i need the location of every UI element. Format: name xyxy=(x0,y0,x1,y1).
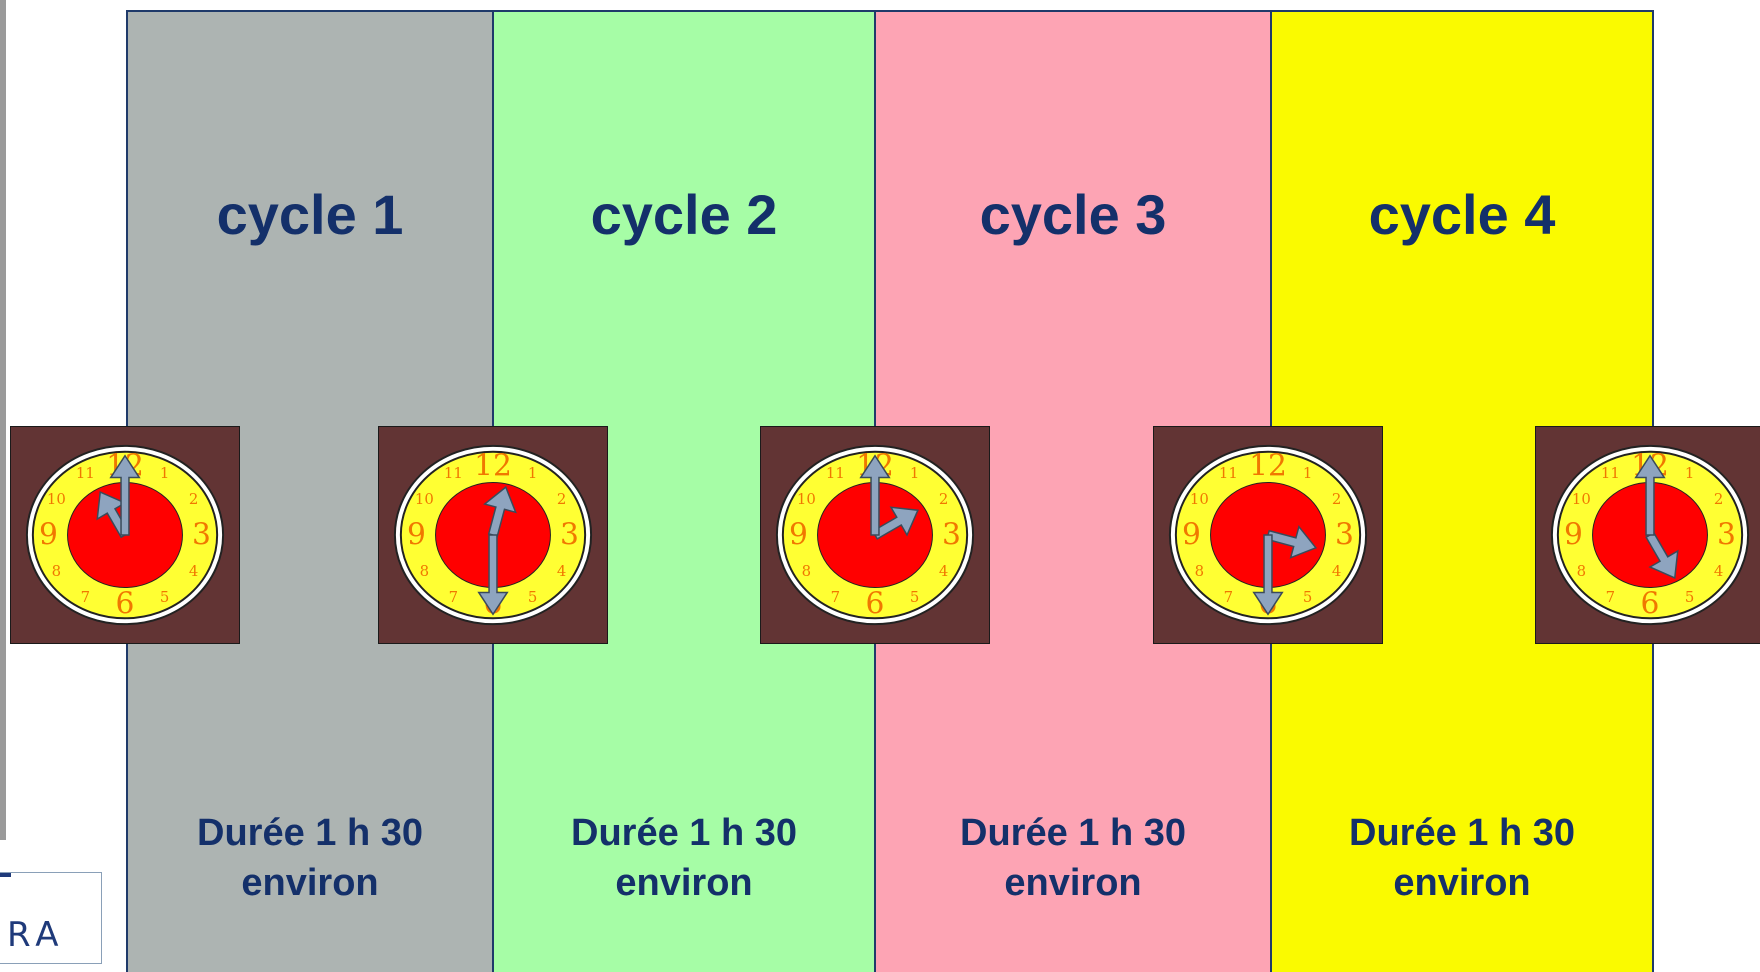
cycle-title: cycle 2 xyxy=(590,183,778,246)
logo: RA xyxy=(0,872,102,964)
clock-numeral: 5 xyxy=(528,588,537,606)
clock-icon: 121234567891011 xyxy=(1535,426,1760,644)
clock-numeral: 1 xyxy=(1303,464,1312,482)
clock-numeral: 11 xyxy=(444,464,463,482)
clock-numeral: 10 xyxy=(1190,490,1209,508)
clock-icon: 121234567891011 xyxy=(1153,426,1383,644)
clock-numeral: 2 xyxy=(189,490,198,508)
clock-numeral: 3 xyxy=(560,518,579,553)
clock-numeral: 11 xyxy=(1219,464,1238,482)
cycle-title: cycle 3 xyxy=(979,183,1167,246)
clock-numeral: 8 xyxy=(1195,562,1204,580)
clock-numeral: 8 xyxy=(1577,562,1586,580)
hour-hand xyxy=(483,485,517,538)
duration-line: Durée 1 h 30 xyxy=(960,812,1186,854)
clock-numeral: 7 xyxy=(1224,588,1233,606)
clock-numeral: 1 xyxy=(528,464,537,482)
minute-hand xyxy=(859,454,891,536)
logo-text: RA xyxy=(7,915,65,955)
clock-numeral: 11 xyxy=(76,464,95,482)
minute-hand xyxy=(477,534,509,616)
logo-mark xyxy=(0,873,11,877)
duration-line: Durée 1 h 30 xyxy=(571,812,797,854)
clock-numeral: 6 xyxy=(866,587,885,622)
clock-numeral: 5 xyxy=(910,588,919,606)
clock-numeral: 9 xyxy=(39,518,58,553)
clock-numeral: 7 xyxy=(81,588,90,606)
clock-numeral: 6 xyxy=(116,587,135,622)
clock-numeral: 5 xyxy=(1685,588,1694,606)
clock-numeral: 12 xyxy=(1249,448,1287,483)
clock-numeral: 2 xyxy=(939,490,948,508)
clock-numeral: 1 xyxy=(160,464,169,482)
clock-numeral: 4 xyxy=(557,562,566,580)
cycle-duration: Durée 1 h 30 environ xyxy=(876,808,1270,908)
clock-numeral: 12 xyxy=(474,448,512,483)
duration-line: Durée 1 h 30 xyxy=(197,812,423,854)
cycle-duration: Durée 1 h 30 environ xyxy=(494,808,874,908)
clock-numeral: 9 xyxy=(789,518,808,553)
clock-numeral: 8 xyxy=(52,562,61,580)
clock-numeral: 4 xyxy=(939,562,948,580)
clock-numeral: 10 xyxy=(1572,490,1591,508)
clock-icon: 121234567891011 xyxy=(10,426,240,644)
clock-numeral: 10 xyxy=(47,490,66,508)
clock-numeral: 4 xyxy=(1332,562,1341,580)
clock-icon: 121234567891011 xyxy=(760,426,990,644)
clock-numeral: 1 xyxy=(1685,464,1694,482)
clock-icon: 121234567891011 xyxy=(378,426,608,644)
duration-line: environ xyxy=(241,862,379,904)
clock-numeral: 11 xyxy=(826,464,845,482)
clock-numeral: 3 xyxy=(1335,518,1354,553)
clock-numeral: 6 xyxy=(1641,587,1660,622)
clock-numeral: 3 xyxy=(942,518,961,553)
cycle-duration: Durée 1 h 30 environ xyxy=(1272,808,1652,908)
duration-line: environ xyxy=(615,862,753,904)
clock-numeral: 2 xyxy=(1332,490,1341,508)
cycle-duration: Durée 1 h 30 environ xyxy=(128,808,492,908)
clock-numeral: 2 xyxy=(1714,490,1723,508)
duration-line: environ xyxy=(1004,862,1142,904)
clock-numeral: 5 xyxy=(160,588,169,606)
cycle-title: cycle 4 xyxy=(1368,183,1556,246)
left-edge-bar xyxy=(0,0,6,840)
cycle-title: cycle 1 xyxy=(216,183,404,246)
clock-numeral: 4 xyxy=(1714,562,1723,580)
clock-numeral: 3 xyxy=(1717,518,1736,553)
clock-numeral: 9 xyxy=(1564,518,1583,553)
clock-numeral: 3 xyxy=(192,518,211,553)
clock-numeral: 8 xyxy=(420,562,429,580)
clock-numeral: 7 xyxy=(449,588,458,606)
clock-numeral: 1 xyxy=(910,464,919,482)
minute-hand xyxy=(1252,534,1284,616)
clock-numeral: 4 xyxy=(189,562,198,580)
minute-hand xyxy=(109,454,141,536)
clock-numeral: 2 xyxy=(557,490,566,508)
duration-line: Durée 1 h 30 xyxy=(1349,812,1575,854)
clock-numeral: 7 xyxy=(831,588,840,606)
clock-numeral: 9 xyxy=(407,518,426,553)
clock-numeral: 8 xyxy=(802,562,811,580)
hour-hand xyxy=(1645,531,1679,579)
clock-numeral: 10 xyxy=(797,490,816,508)
clock-numeral: 9 xyxy=(1182,518,1201,553)
duration-line: environ xyxy=(1393,862,1531,904)
minute-hand xyxy=(1634,454,1666,536)
clock-numeral: 5 xyxy=(1303,588,1312,606)
clock-numeral: 7 xyxy=(1606,588,1615,606)
clock-numeral: 11 xyxy=(1601,464,1620,482)
hour-hand xyxy=(1265,525,1318,559)
clock-numeral: 10 xyxy=(415,490,434,508)
